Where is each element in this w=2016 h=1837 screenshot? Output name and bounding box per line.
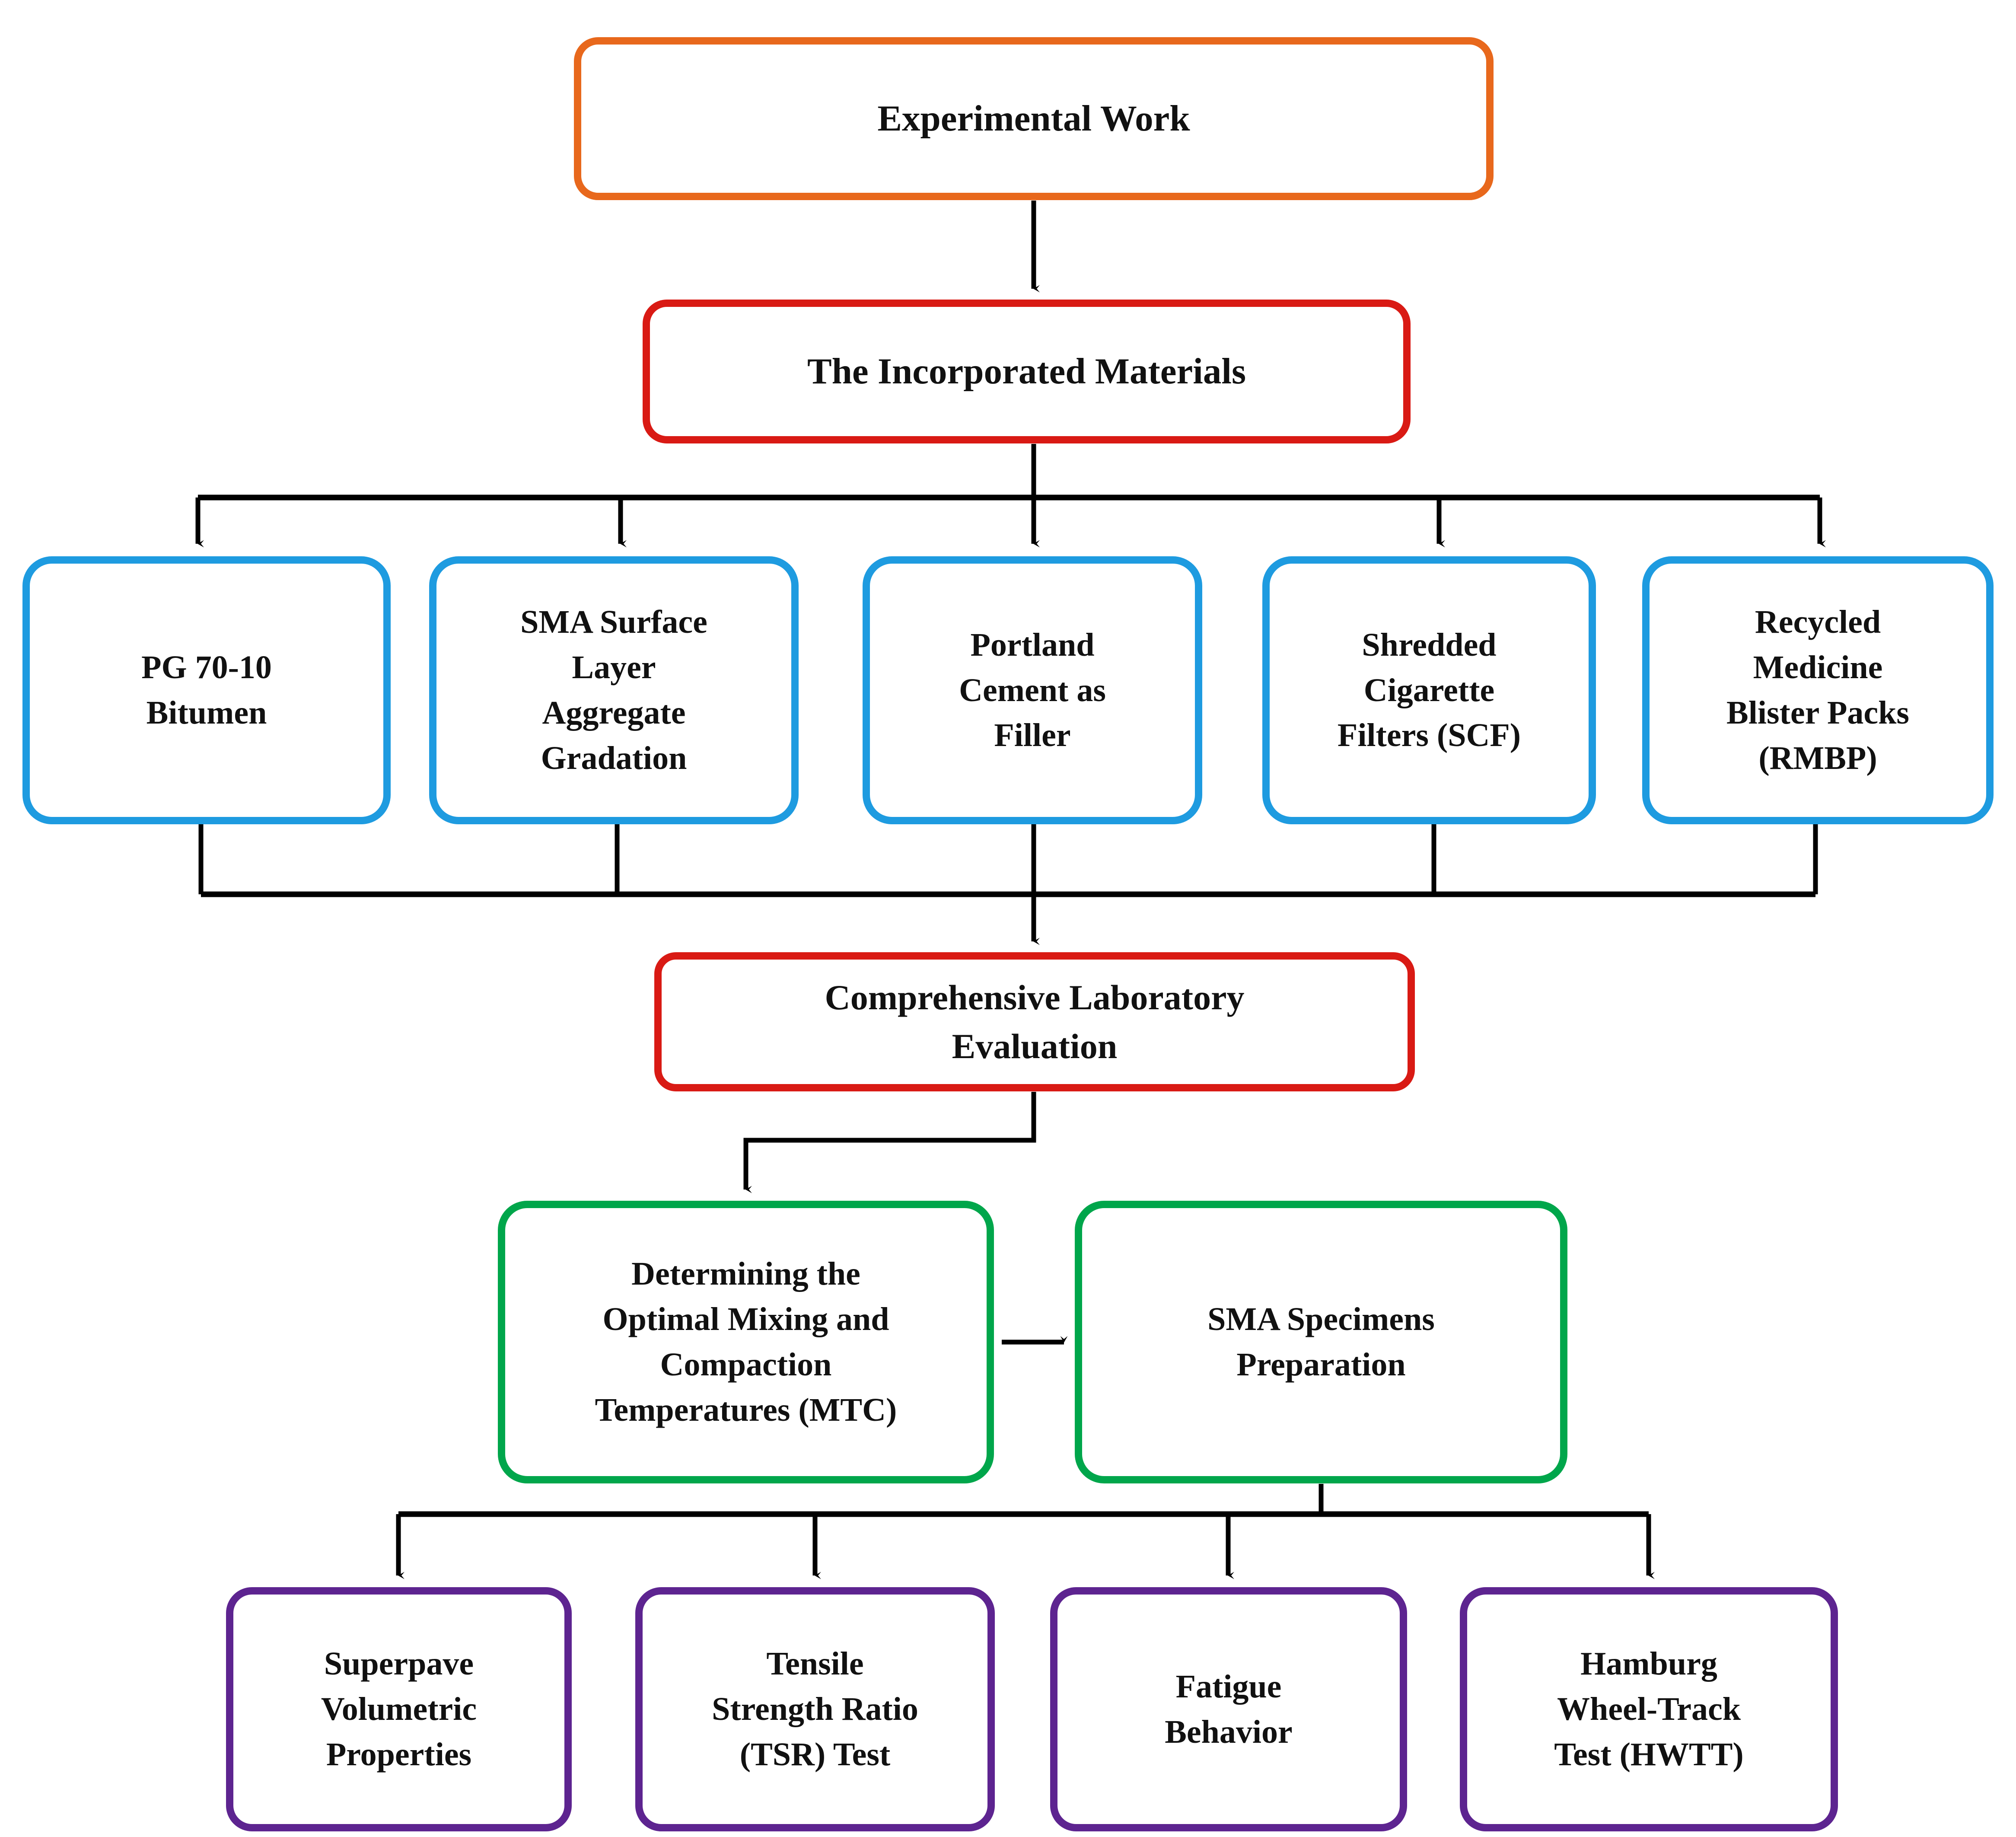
node-superpave-volumetric-properties[interactable]: Superpave Volumetric Properties [226, 1587, 572, 1831]
node-sma-specimens-preparation[interactable]: SMA Specimens Preparation [1075, 1201, 1567, 1483]
node-shredded-cigarette-filters-label: Shredded Cigarette Filters (SCF) [1337, 626, 1521, 754]
node-comprehensive-laboratory-evaluation[interactable]: Comprehensive Laboratory Evaluation [654, 952, 1415, 1091]
node-sma-specimens-preparation-label: SMA Specimens Preparation [1207, 1301, 1435, 1383]
node-portland-cement-as-filler-label: Portland Cement as Filler [959, 626, 1106, 754]
node-pg-70-10-bitumen[interactable]: PG 70-10 Bitumen [22, 556, 391, 824]
node-incorporated-materials[interactable]: The Incorporated Materials [643, 300, 1411, 443]
node-fatigue-behavior[interactable]: Fatigue Behavior [1050, 1587, 1407, 1831]
node-fatigue-behavior-label: Fatigue Behavior [1165, 1668, 1293, 1750]
node-experimental-work[interactable]: Experimental Work [574, 37, 1494, 200]
node-incorporated-materials-label: The Incorporated Materials [807, 351, 1246, 392]
node-tensile-strength-ratio-test-label: Tensile Strength Ratio (TSR) Test [712, 1646, 918, 1773]
node-determining-optimal-mixing-compaction-temperatures-label: Determining the Optimal Mixing and Compa… [595, 1256, 897, 1428]
node-sma-surface-layer-aggregate-gradation-label: SMA Surface Layer Aggregate Gradation [520, 604, 707, 776]
node-superpave-volumetric-properties-label: Superpave Volumetric Properties [321, 1646, 477, 1773]
node-hamburg-wheel-track-test[interactable]: Hamburg Wheel-Track Test (HWTT) [1460, 1587, 1838, 1831]
node-pg-70-10-bitumen-label: PG 70-10 Bitumen [141, 649, 272, 731]
node-hamburg-wheel-track-test-label: Hamburg Wheel-Track Test (HWTT) [1554, 1646, 1744, 1773]
node-determining-optimal-mixing-compaction-temperatures[interactable]: Determining the Optimal Mixing and Compa… [498, 1201, 994, 1483]
edge-comprehensive-to-mtc [743, 1092, 1036, 1193]
node-comprehensive-laboratory-evaluation-label: Comprehensive Laboratory Evaluation [825, 977, 1245, 1066]
node-experimental-work-label: Experimental Work [877, 98, 1190, 139]
node-sma-surface-layer-aggregate-gradation[interactable]: SMA Surface Layer Aggregate Gradation [429, 556, 799, 824]
node-portland-cement-as-filler[interactable]: Portland Cement as Filler [863, 556, 1202, 824]
node-recycled-medicine-blister-packs[interactable]: Recycled Medicine Blister Packs (RMBP) [1642, 556, 1994, 824]
node-recycled-medicine-blister-packs-label: Recycled Medicine Blister Packs (RMBP) [1726, 604, 1909, 776]
node-tensile-strength-ratio-test[interactable]: Tensile Strength Ratio (TSR) Test [635, 1587, 995, 1831]
node-shredded-cigarette-filters[interactable]: Shredded Cigarette Filters (SCF) [1262, 556, 1596, 824]
